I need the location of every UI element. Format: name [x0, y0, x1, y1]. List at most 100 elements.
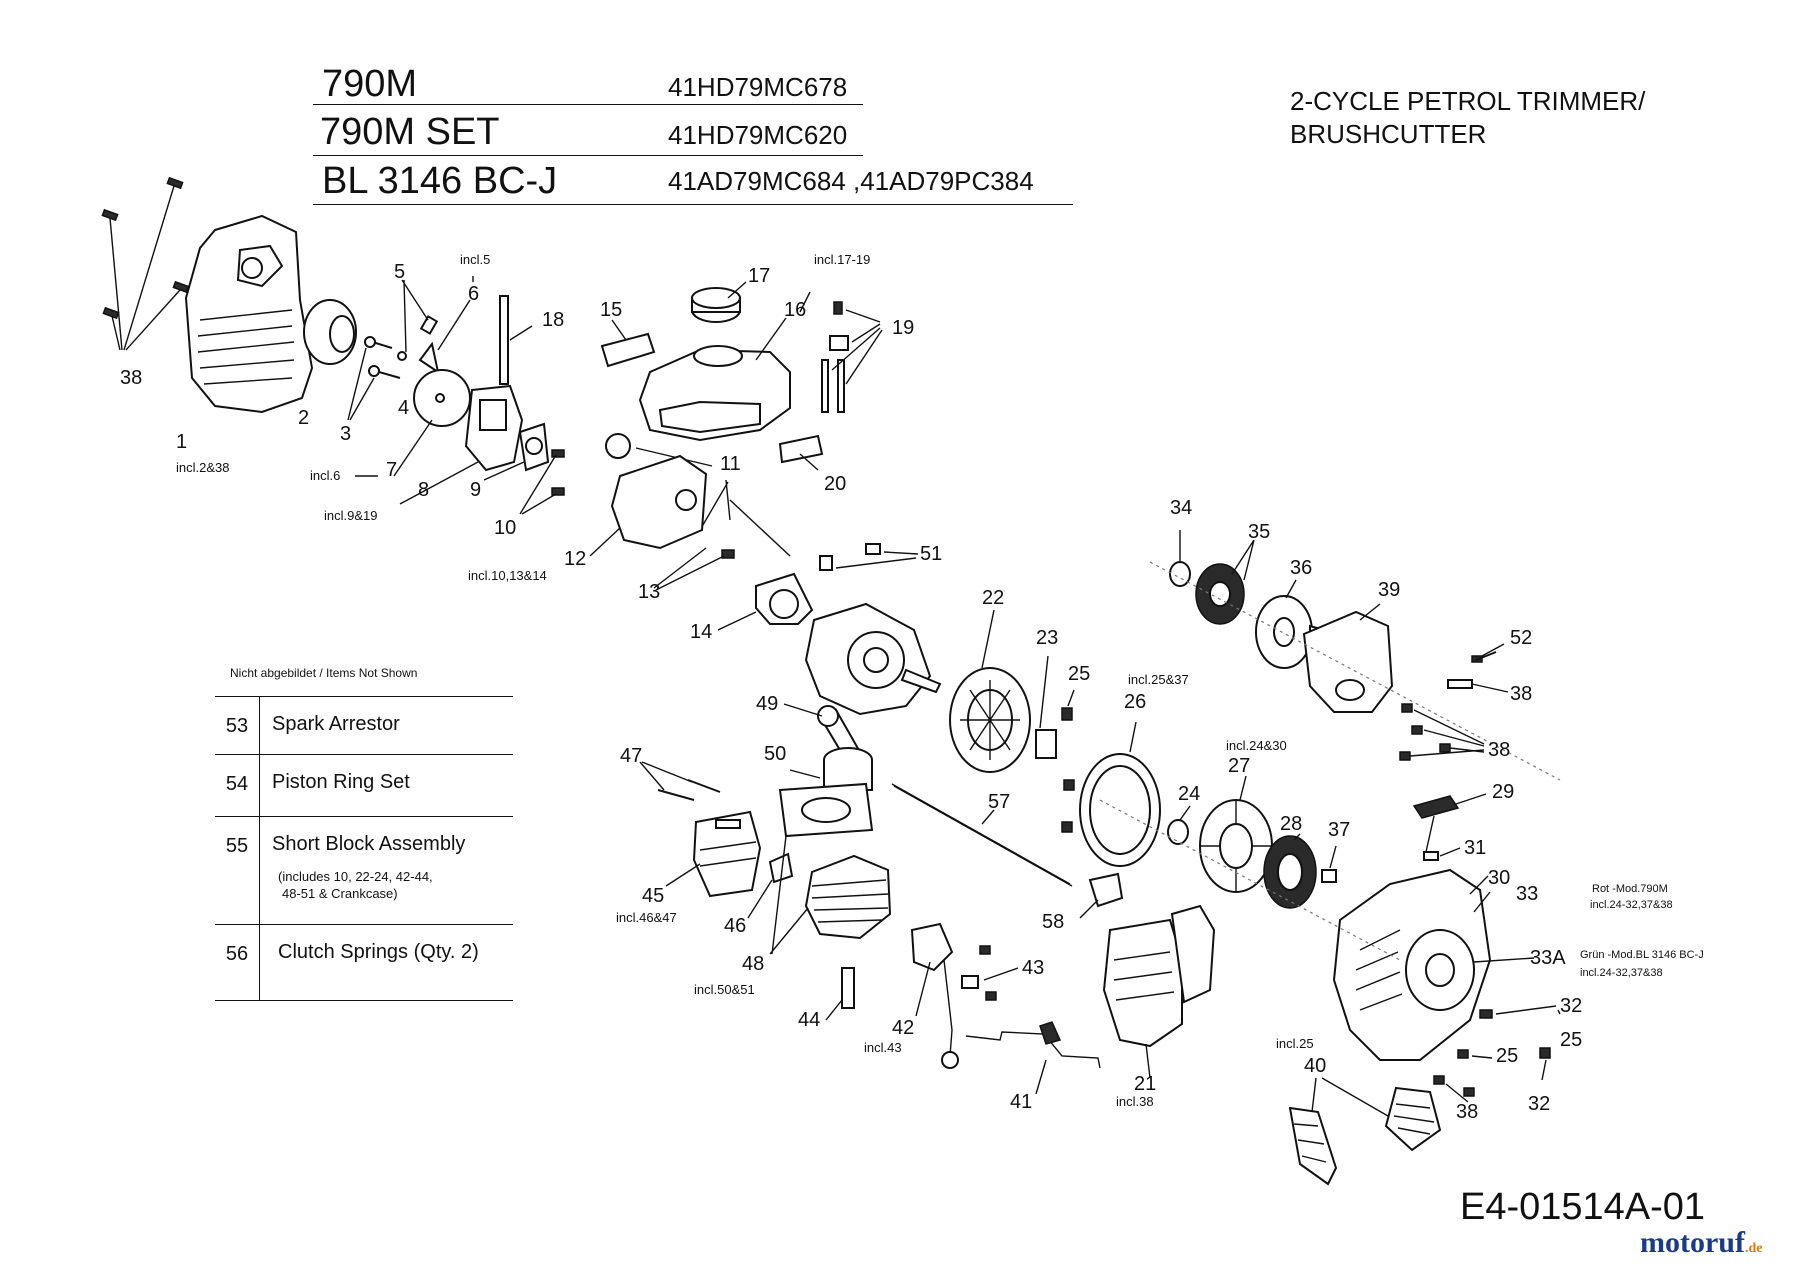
bolts-part-47 [639, 761, 721, 801]
row-subtext-line-1: (includes 10, 22-24, 42-44, [278, 869, 433, 884]
part-number: 38 [1488, 739, 1510, 761]
table-row: 55 Short Block Assembly (includes 10, 22… [215, 816, 513, 925]
part-number: 38 [1510, 683, 1532, 705]
part-number: 29 [1492, 781, 1514, 803]
gasket-part-9 [483, 422, 550, 481]
part-number: 7 [386, 459, 397, 481]
part-number: 57 [988, 791, 1010, 813]
carburetor-part-8 [399, 384, 524, 505]
part-number: 39 [1378, 579, 1400, 601]
part-number: 15 [600, 299, 622, 321]
part-note: Rot -Mod.790M [1592, 883, 1668, 895]
part-note: incl.6 [310, 468, 340, 483]
part-number: 8 [418, 479, 429, 501]
header-rule-2 [313, 155, 863, 156]
part-note: incl.17-19 [814, 252, 870, 267]
muffler-part-45 [665, 810, 762, 898]
part-note: incl.50&51 [694, 982, 755, 997]
part-number: 3 [340, 423, 351, 445]
row-number: 56 [215, 924, 260, 1001]
part-number: 49 [756, 693, 778, 715]
ignition-coil-part-42 [910, 922, 959, 1069]
part-number: 12 [564, 548, 586, 570]
pad-part-15 [600, 319, 656, 368]
screws-part-25 [1061, 689, 1075, 833]
bolts-part-51 [819, 543, 919, 571]
part-number: 38 [120, 367, 142, 389]
part-number: 25 [1068, 663, 1090, 685]
part-note: incl.43 [864, 1040, 902, 1055]
part-number: 45 [642, 885, 664, 907]
row-text: Piston Ring Set [259, 754, 513, 817]
alignment-axis-starter [1099, 799, 1401, 961]
row-text: Spark Arrestor [259, 696, 513, 755]
part-number: 20 [824, 473, 846, 495]
part-number: 38 [1456, 1101, 1478, 1123]
part-number: 35 [1248, 521, 1270, 543]
part-number: 27 [1228, 755, 1250, 777]
part-number: 19 [892, 317, 914, 339]
part-note: Grün -Mod.BL 3146 BC-J [1580, 949, 1704, 961]
gasket-part-14 [717, 572, 814, 631]
brand-logo[interactable]: motoruf.de [1640, 1226, 1762, 1260]
part-number: 26 [1124, 691, 1146, 713]
spring-part-28 [1263, 833, 1317, 909]
part-note: incl.9&19 [324, 508, 377, 523]
spark-plug-part-44 [825, 967, 855, 1021]
part-number: 17 [748, 265, 770, 287]
header-rule-1 [313, 104, 863, 105]
clutch-parts-34-36 [1169, 530, 1325, 669]
part-number: 18 [542, 309, 564, 331]
gasket-part-46 [747, 852, 794, 919]
table-row: 53 Spark Arrestor [215, 696, 513, 755]
screws-38-topleft [101, 176, 190, 351]
row-number: 54 [215, 754, 260, 817]
clutch-housing-part-39 [1302, 603, 1394, 713]
cable-part-57 [891, 783, 1073, 887]
part-number: 36 [1290, 557, 1312, 579]
part-number: 32 [1528, 1093, 1550, 1115]
fuel-tank-part-16 [638, 291, 811, 442]
part-number: 40 [1304, 1055, 1326, 1077]
part-number: 23 [1036, 627, 1058, 649]
part-note: incl.2&38 [176, 460, 229, 475]
screws-part-43 [961, 945, 1019, 1001]
part-number: 46 [724, 915, 746, 937]
part-number: 44 [798, 1009, 820, 1031]
document-number: E4-01514A-01 [1460, 1186, 1706, 1228]
pulley-part-27 [1199, 775, 1273, 893]
part-number: 5 [394, 261, 405, 283]
part-number: 30 [1488, 867, 1510, 889]
crankcase-assembly [804, 602, 942, 716]
brand-suffix: .de [1744, 1241, 1763, 1256]
part-number: 14 [690, 621, 712, 643]
part-note: incl.24-32,37&38 [1580, 967, 1663, 979]
part-number: 48 [742, 953, 764, 975]
part-number: 25 [1496, 1045, 1518, 1067]
brand-name: motoruf [1640, 1226, 1745, 1259]
part-note: incl.38 [1116, 1094, 1154, 1109]
part-note: incl.24&30 [1226, 738, 1287, 753]
product-title-line-1: 2-CYCLE PETROL TRIMMER/ [1290, 86, 1646, 116]
part-number: 37 [1328, 819, 1350, 841]
bolts-part-3 [347, 336, 401, 421]
part-31 [1423, 847, 1461, 861]
row-text-block: Short Block Assembly (includes 10, 22-24… [259, 816, 513, 925]
part-number: 41 [1010, 1091, 1032, 1113]
table-row: 56 Clutch Springs (Qty. 2) [215, 924, 513, 1001]
part-number: 47 [620, 745, 642, 767]
part-number: 58 [1042, 911, 1064, 933]
model-name-2: 790M SET [320, 111, 500, 153]
shroud-part-21 [1102, 904, 1216, 1079]
part-number: 10 [494, 517, 516, 539]
part-number: 33 [1516, 883, 1538, 905]
part-number: 28 [1280, 813, 1302, 835]
part-note: incl.25 [1276, 1036, 1314, 1051]
part-number: 11 [720, 453, 741, 475]
air-filter-part [303, 299, 357, 365]
starter-housing-part-33 [1332, 868, 1535, 1061]
part-number: 6 [468, 283, 479, 305]
fuel-cap-part-17 [691, 281, 747, 323]
part-number: 31 [1464, 837, 1486, 859]
